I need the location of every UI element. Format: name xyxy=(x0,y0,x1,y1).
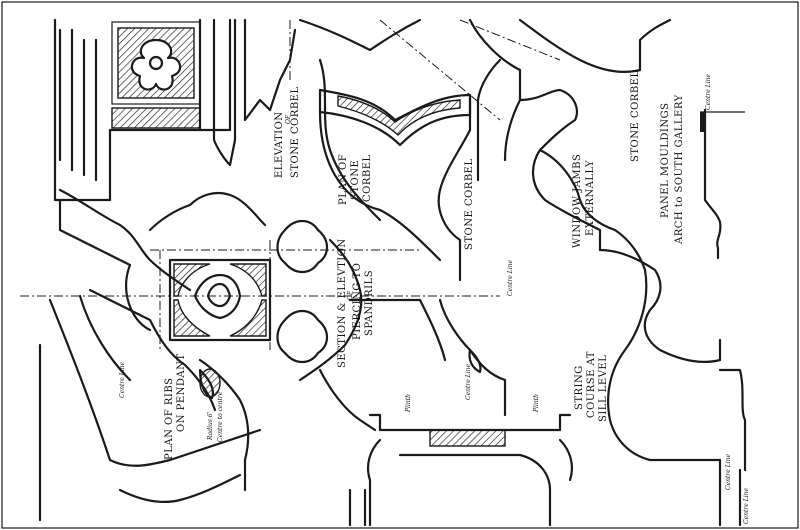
panel-moulding-profile xyxy=(700,108,745,260)
label-centre-line-1: Centre Line xyxy=(119,361,126,398)
label-of-2: OF xyxy=(347,290,354,300)
label-externally: EXTERNALLY xyxy=(585,160,596,236)
label-plinth-2: Plinth xyxy=(533,394,540,413)
label-arch-to-south-gallery: ARCH to SOUTH GALLERY xyxy=(674,94,685,245)
label-sill-level: SILL LEVEL xyxy=(598,355,609,422)
label-window-jambs: WINDOW JAMBS xyxy=(572,154,583,248)
label-centre-line-4: Centre Line xyxy=(705,73,712,110)
label-centre-line-2: Centre Line xyxy=(465,363,472,400)
label-stone: STONE xyxy=(350,160,361,200)
label-plan-of-ribs: PLAN OF RIBS xyxy=(164,377,175,460)
label-section-elevation: SECTION & ELEVTION xyxy=(337,238,348,368)
label-plan-of: PLAN OF xyxy=(338,154,349,205)
label-stone-corbel-3: STONE CORBEL xyxy=(630,70,641,162)
string-course-section xyxy=(348,348,574,527)
label-piercing-to: PIERCING TO xyxy=(352,263,363,340)
label-spandrils: SPANDRILS xyxy=(364,270,375,336)
label-of-1: OF xyxy=(285,114,292,124)
label-string-course: STRING xyxy=(574,365,585,410)
window-jambs-profile xyxy=(538,148,747,527)
label-elevation: ELEVATION xyxy=(274,111,285,178)
label-radius-note: Radius 6' xyxy=(207,411,214,441)
corbel-elevation xyxy=(298,18,422,222)
label-centre-line-6: Centre Line xyxy=(725,453,732,490)
label-stone-corbel-1: STONE CORBEL xyxy=(290,86,301,178)
label-plinth-1: Plinth xyxy=(405,394,412,413)
label-centre-line-3: Centre Line xyxy=(507,259,514,296)
centre-lines xyxy=(20,19,561,350)
label-centre-to-centre: Centre to centre xyxy=(217,391,224,442)
label-corbel: CORBEL xyxy=(362,154,373,202)
label-panel-mouldings: PANEL MOULDINGS xyxy=(660,103,671,218)
corbel-profile xyxy=(437,18,722,364)
pendant-ribs xyxy=(38,294,262,522)
label-on-pendant: ON PENDANT xyxy=(176,353,187,432)
label-centre-line-5: Centre Line xyxy=(743,487,750,524)
label-course-at: COURSE AT xyxy=(586,351,597,418)
label-stone-corbel-2: STONE CORBEL xyxy=(464,158,475,250)
spandril-piercing xyxy=(168,219,329,364)
drawing-labels: ELEVATION OF STONE CORBEL PLAN OF STONE … xyxy=(119,70,750,524)
tracery-panel xyxy=(53,18,297,202)
